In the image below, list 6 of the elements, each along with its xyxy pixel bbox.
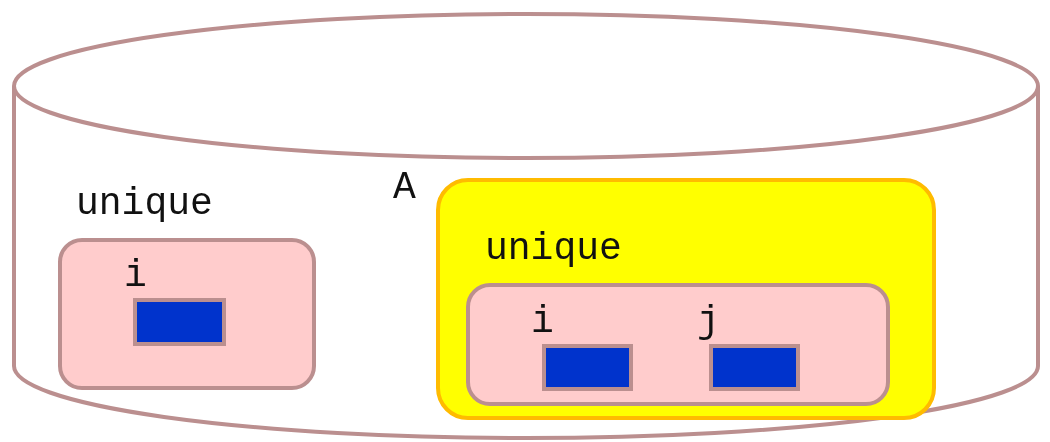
field-label: i [124, 256, 147, 296]
field-label: j [697, 302, 720, 342]
field-label: i [531, 302, 554, 342]
group-label: unique [76, 184, 213, 224]
group-label: unique [485, 229, 622, 269]
group-label: A [393, 168, 416, 208]
